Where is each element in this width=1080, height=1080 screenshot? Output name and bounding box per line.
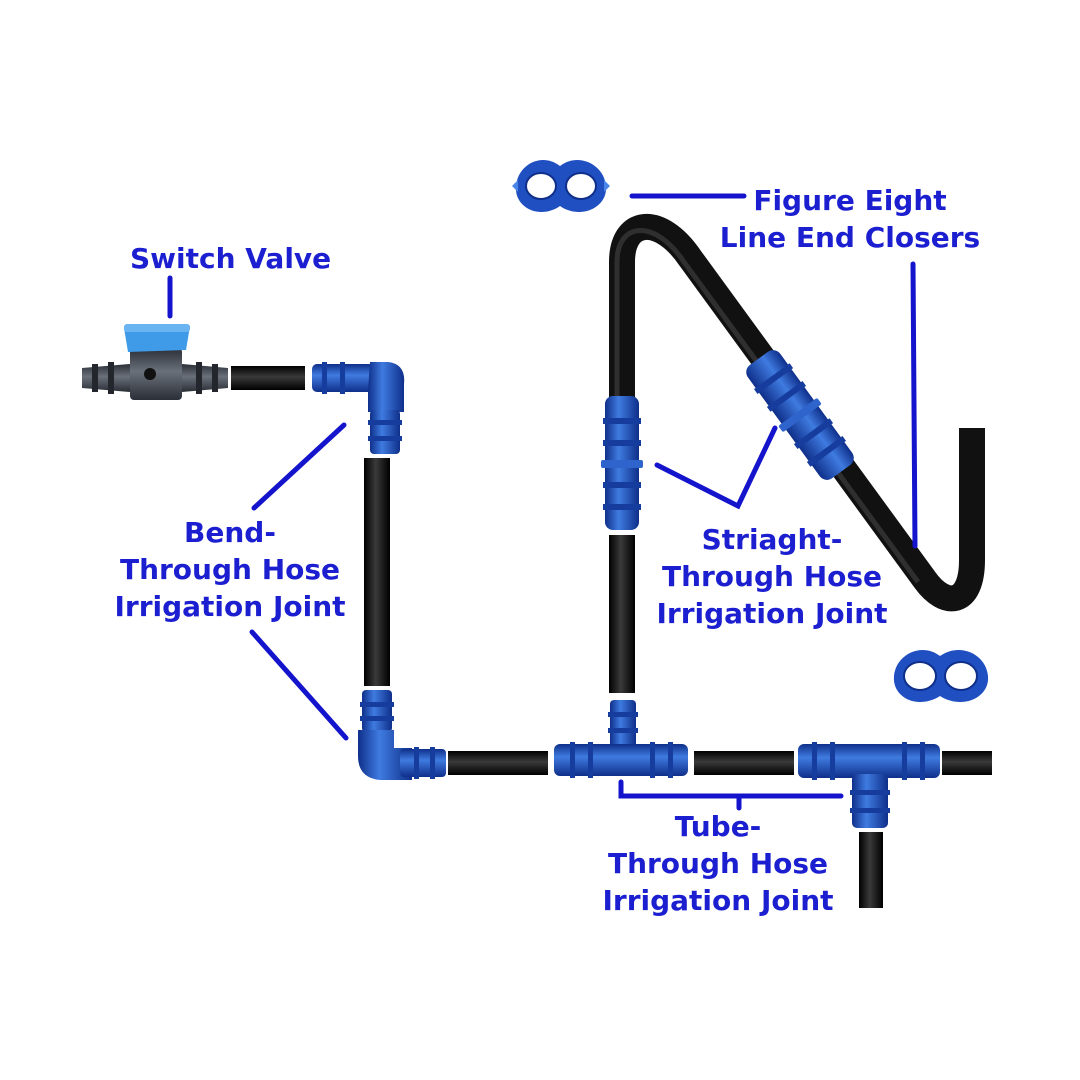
label-switch-valve-text: Switch Valve: [130, 242, 332, 275]
label-switch-valve: Switch Valve: [130, 240, 380, 277]
leader-tube: [618, 779, 844, 799]
straight-coupling-icon: [601, 396, 643, 530]
hose-tube-icon: [609, 535, 635, 693]
leader-straight: [654, 425, 778, 510]
label-bend-line3: Irrigation Joint: [114, 590, 346, 623]
leader-lines: [167, 193, 918, 811]
label-tube-line2: Through Hose: [607, 847, 829, 880]
label-figure-eight: Figure Eight Line End Closers: [700, 182, 1000, 256]
label-bend-line2: Through Hose: [119, 553, 341, 586]
switch-valve-icon: [82, 324, 228, 400]
hose-tube-icon: [231, 366, 305, 390]
figure-eight-closer-icon: [893, 649, 989, 703]
label-bend-joint: Bend- Through Hose Irrigation Joint: [98, 514, 362, 625]
label-figure-eight-line2: Line End Closers: [719, 221, 981, 254]
tee-fitting-icon: [798, 742, 940, 828]
hose-tube-icon: [364, 458, 390, 686]
label-straight-joint: Striaght- Through Hose Irrigation Joint: [632, 521, 912, 632]
hose-tubes: [231, 214, 992, 908]
hose-tube-icon: [859, 832, 883, 908]
leader-bend-top: [251, 422, 347, 511]
label-straight-line2: Through Hose: [661, 560, 883, 593]
tee-fitting-icon: [554, 700, 688, 778]
elbow-fitting-icon: [312, 362, 405, 454]
straight-coupling-icon: [746, 350, 854, 480]
label-tube-joint: Tube- Through Hose Irrigation Joint: [586, 808, 850, 919]
label-tube-line3: Irrigation Joint: [602, 884, 834, 917]
hose-tube-icon: [942, 751, 992, 775]
hose-tube-icon: [448, 751, 548, 775]
label-tube-line1: Tube-: [674, 810, 762, 843]
hose-tube-icon: [694, 751, 794, 775]
leader-figure-eight-right: [910, 261, 918, 549]
label-straight-line3: Irrigation Joint: [656, 597, 888, 630]
figure-eight-closer-icon: [512, 159, 610, 213]
label-bend-line1: Bend-: [184, 516, 276, 549]
leader-bend-bottom: [249, 629, 349, 741]
elbow-fitting-icon: [358, 690, 446, 780]
label-figure-eight-line1: Figure Eight: [753, 184, 947, 217]
label-straight-line1: Striaght-: [701, 523, 843, 556]
